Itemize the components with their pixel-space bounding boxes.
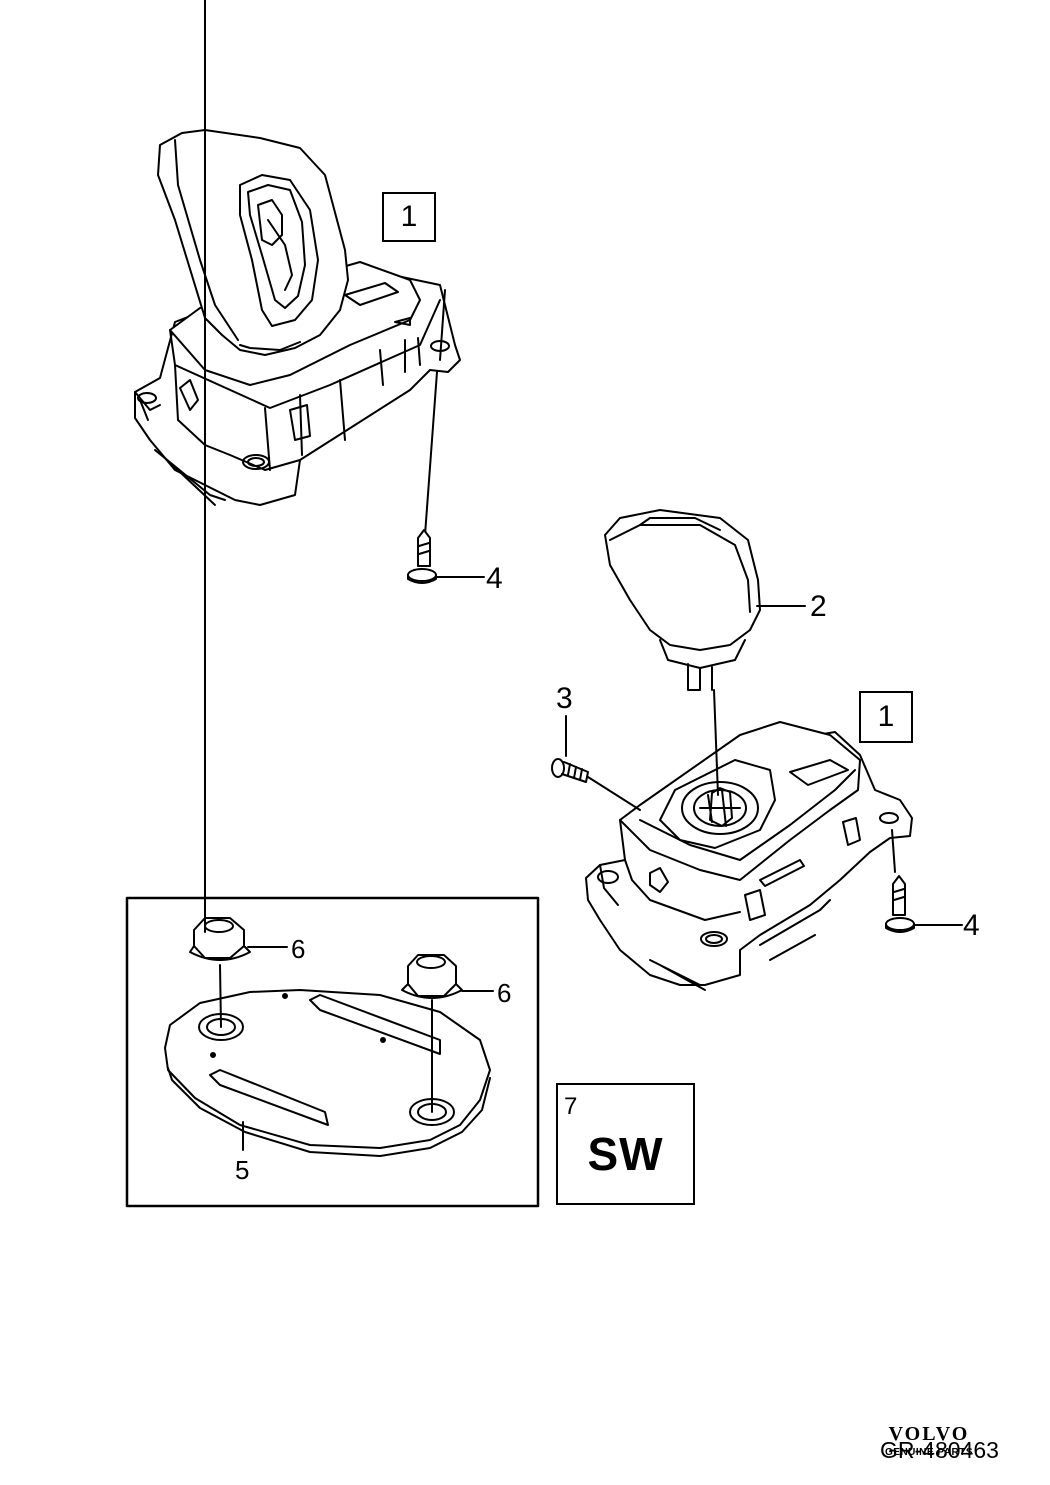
callout-part6-right: 6 — [497, 978, 512, 1008]
gear-selector-drawing-right — [585, 689, 913, 991]
nut-drawing-right — [401, 954, 494, 999]
callout-part1-right: 1 — [859, 691, 913, 743]
gear-selector-drawing-top — [134, 129, 461, 536]
bolt-drawing-right — [885, 875, 963, 933]
inset-frame — [125, 896, 540, 1208]
callout-part4-right: 4 — [963, 909, 980, 942]
brand-logo: VOLVO GENUINE PARTS — [864, 1423, 994, 1458]
callout-part1-top: 1 — [382, 192, 436, 242]
callout-part2: 2 — [810, 590, 827, 623]
software-box: 7 SW — [556, 1083, 695, 1205]
callout-part5: 5 — [235, 1155, 250, 1185]
callout-part7: 7 — [564, 1093, 578, 1120]
brand-tagline: GENUINE PARTS — [885, 1447, 973, 1458]
diagram-reference: GR-480463 — [880, 1437, 999, 1463]
brand-name: VOLVO — [888, 1423, 970, 1445]
screw-drawing — [551, 715, 641, 811]
gear-knob-drawing — [604, 509, 806, 691]
nut-drawing-left — [189, 0, 288, 961]
mounting-plate-drawing — [164, 964, 491, 1157]
callout-part6-left: 6 — [291, 934, 306, 964]
software-label: SW — [587, 1128, 664, 1180]
callout-part3: 3 — [556, 682, 573, 715]
callout-part4-left: 4 — [486, 562, 503, 595]
bolt-drawing-left — [407, 529, 485, 584]
